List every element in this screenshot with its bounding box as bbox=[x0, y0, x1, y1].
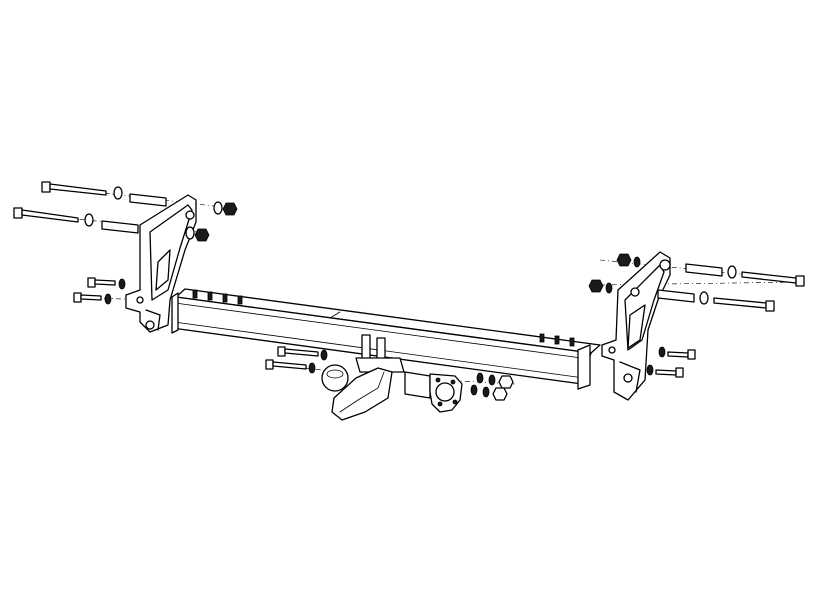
crossbar-studs bbox=[192, 289, 575, 347]
short-bolt bbox=[667, 349, 696, 360]
nut bbox=[222, 202, 238, 216]
washer bbox=[118, 278, 126, 290]
washer bbox=[633, 256, 641, 268]
washer bbox=[605, 282, 613, 294]
socket-plate bbox=[404, 371, 463, 413]
right-side-bracket bbox=[601, 251, 671, 401]
short-bolt bbox=[87, 277, 116, 288]
nut bbox=[492, 387, 508, 401]
nut bbox=[616, 253, 632, 267]
short-bolt bbox=[277, 346, 319, 357]
long-bolts-left bbox=[13, 181, 238, 242]
washer bbox=[727, 265, 737, 279]
centre-fixings bbox=[265, 346, 514, 401]
washer bbox=[699, 291, 709, 305]
long-bolt bbox=[13, 207, 79, 223]
short-bolt bbox=[655, 367, 684, 378]
nut bbox=[498, 375, 514, 389]
short-bolts-left bbox=[73, 277, 126, 305]
nut bbox=[588, 279, 604, 293]
nut bbox=[194, 228, 210, 242]
spacer-sleeve bbox=[129, 193, 167, 207]
washer bbox=[104, 293, 112, 305]
tow-ball-neck bbox=[321, 334, 405, 421]
right-fixings bbox=[588, 253, 805, 378]
washer bbox=[470, 384, 478, 396]
washer bbox=[113, 186, 123, 200]
washer bbox=[476, 372, 484, 384]
washer bbox=[84, 213, 94, 227]
spacer-sleeve bbox=[657, 289, 695, 303]
long-bolt bbox=[713, 297, 775, 312]
short-bolt bbox=[73, 292, 102, 303]
washer bbox=[646, 364, 654, 376]
long-bolt bbox=[741, 271, 805, 287]
washer bbox=[308, 362, 316, 374]
washer bbox=[213, 201, 223, 215]
washer bbox=[320, 349, 328, 361]
washer bbox=[482, 386, 490, 398]
washer bbox=[185, 226, 195, 240]
washer bbox=[658, 346, 666, 358]
spacer-sleeve bbox=[101, 220, 139, 234]
short-bolt bbox=[265, 359, 307, 370]
spacer-sleeve bbox=[685, 263, 723, 277]
long-bolt bbox=[41, 181, 107, 196]
left-side-bracket bbox=[125, 194, 197, 333]
washer bbox=[488, 374, 496, 386]
